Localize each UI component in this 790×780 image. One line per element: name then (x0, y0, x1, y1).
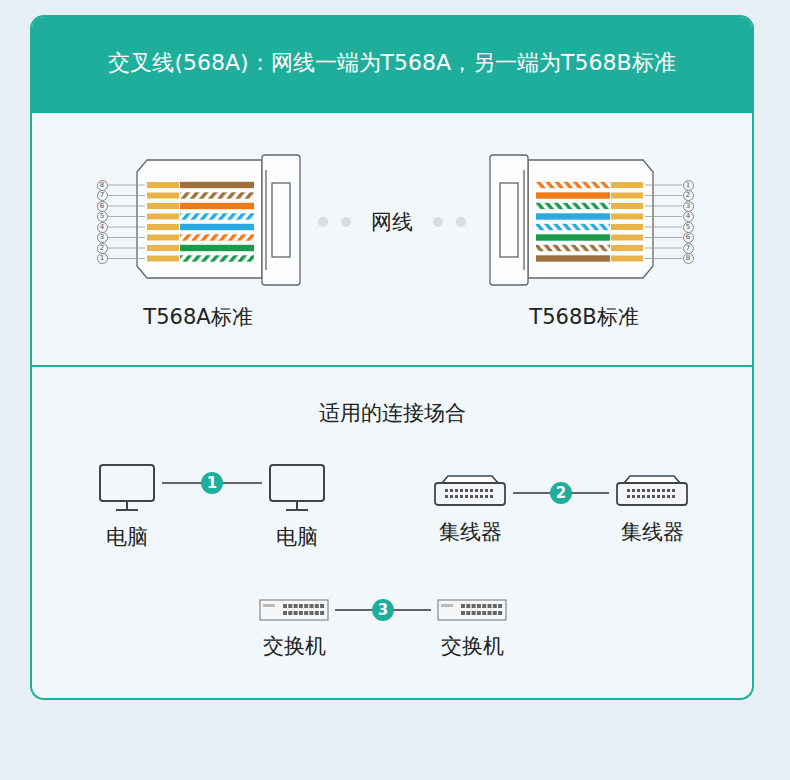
callout-number: 2 (550, 482, 572, 504)
device-node: 交换机 (259, 598, 329, 660)
pin-number: 6 (683, 232, 694, 243)
device-node: 电脑 (98, 463, 156, 551)
device-label: 交换机 (441, 632, 504, 660)
pin-number: 4 (683, 211, 694, 222)
pin-number: 1 (97, 253, 108, 264)
pin-number: 7 (97, 190, 108, 201)
device-label: 集线器 (439, 518, 502, 546)
pin-number: 8 (683, 253, 694, 264)
device-node: 集线器 (433, 474, 507, 546)
pin-number: 6 (97, 201, 108, 212)
callout-number: 1 (201, 472, 223, 494)
hub-icon (433, 474, 507, 508)
pin-number: 7 (683, 243, 694, 254)
device-label: 交换机 (263, 632, 326, 660)
switch-icon (437, 598, 507, 622)
pin-number: 3 (97, 232, 108, 243)
pin-number: 1 (683, 180, 694, 191)
cable-label: 网线 (371, 208, 413, 236)
hub-icon (615, 474, 689, 508)
pin-number: 2 (97, 243, 108, 254)
section-heading: 适用的连接场合 (319, 399, 466, 427)
pin-number: 5 (683, 222, 694, 233)
device-node: 交换机 (437, 598, 507, 660)
switch-icon (259, 598, 329, 622)
computer-icon (268, 463, 326, 513)
pin-number: 4 (97, 222, 108, 233)
standard-label: T568B标准 (529, 303, 638, 331)
device-node: 集线器 (615, 474, 689, 546)
divider-line (32, 365, 752, 367)
pin-number: 2 (683, 190, 694, 201)
card-panel (30, 15, 754, 700)
pin-number: 8 (97, 180, 108, 191)
callout-number: 3 (372, 599, 394, 621)
device-node: 电脑 (268, 463, 326, 551)
pin-number: 5 (97, 211, 108, 222)
device-label: 电脑 (276, 523, 318, 551)
device-label: 电脑 (106, 523, 148, 551)
computer-icon (98, 463, 156, 513)
standard-label: T568A标准 (143, 303, 252, 331)
title-text: 交叉线(568A)：网线一端为T568A，另一端为T568B标准 (108, 48, 675, 78)
pin-number: 3 (683, 201, 694, 212)
device-label: 集线器 (621, 518, 684, 546)
